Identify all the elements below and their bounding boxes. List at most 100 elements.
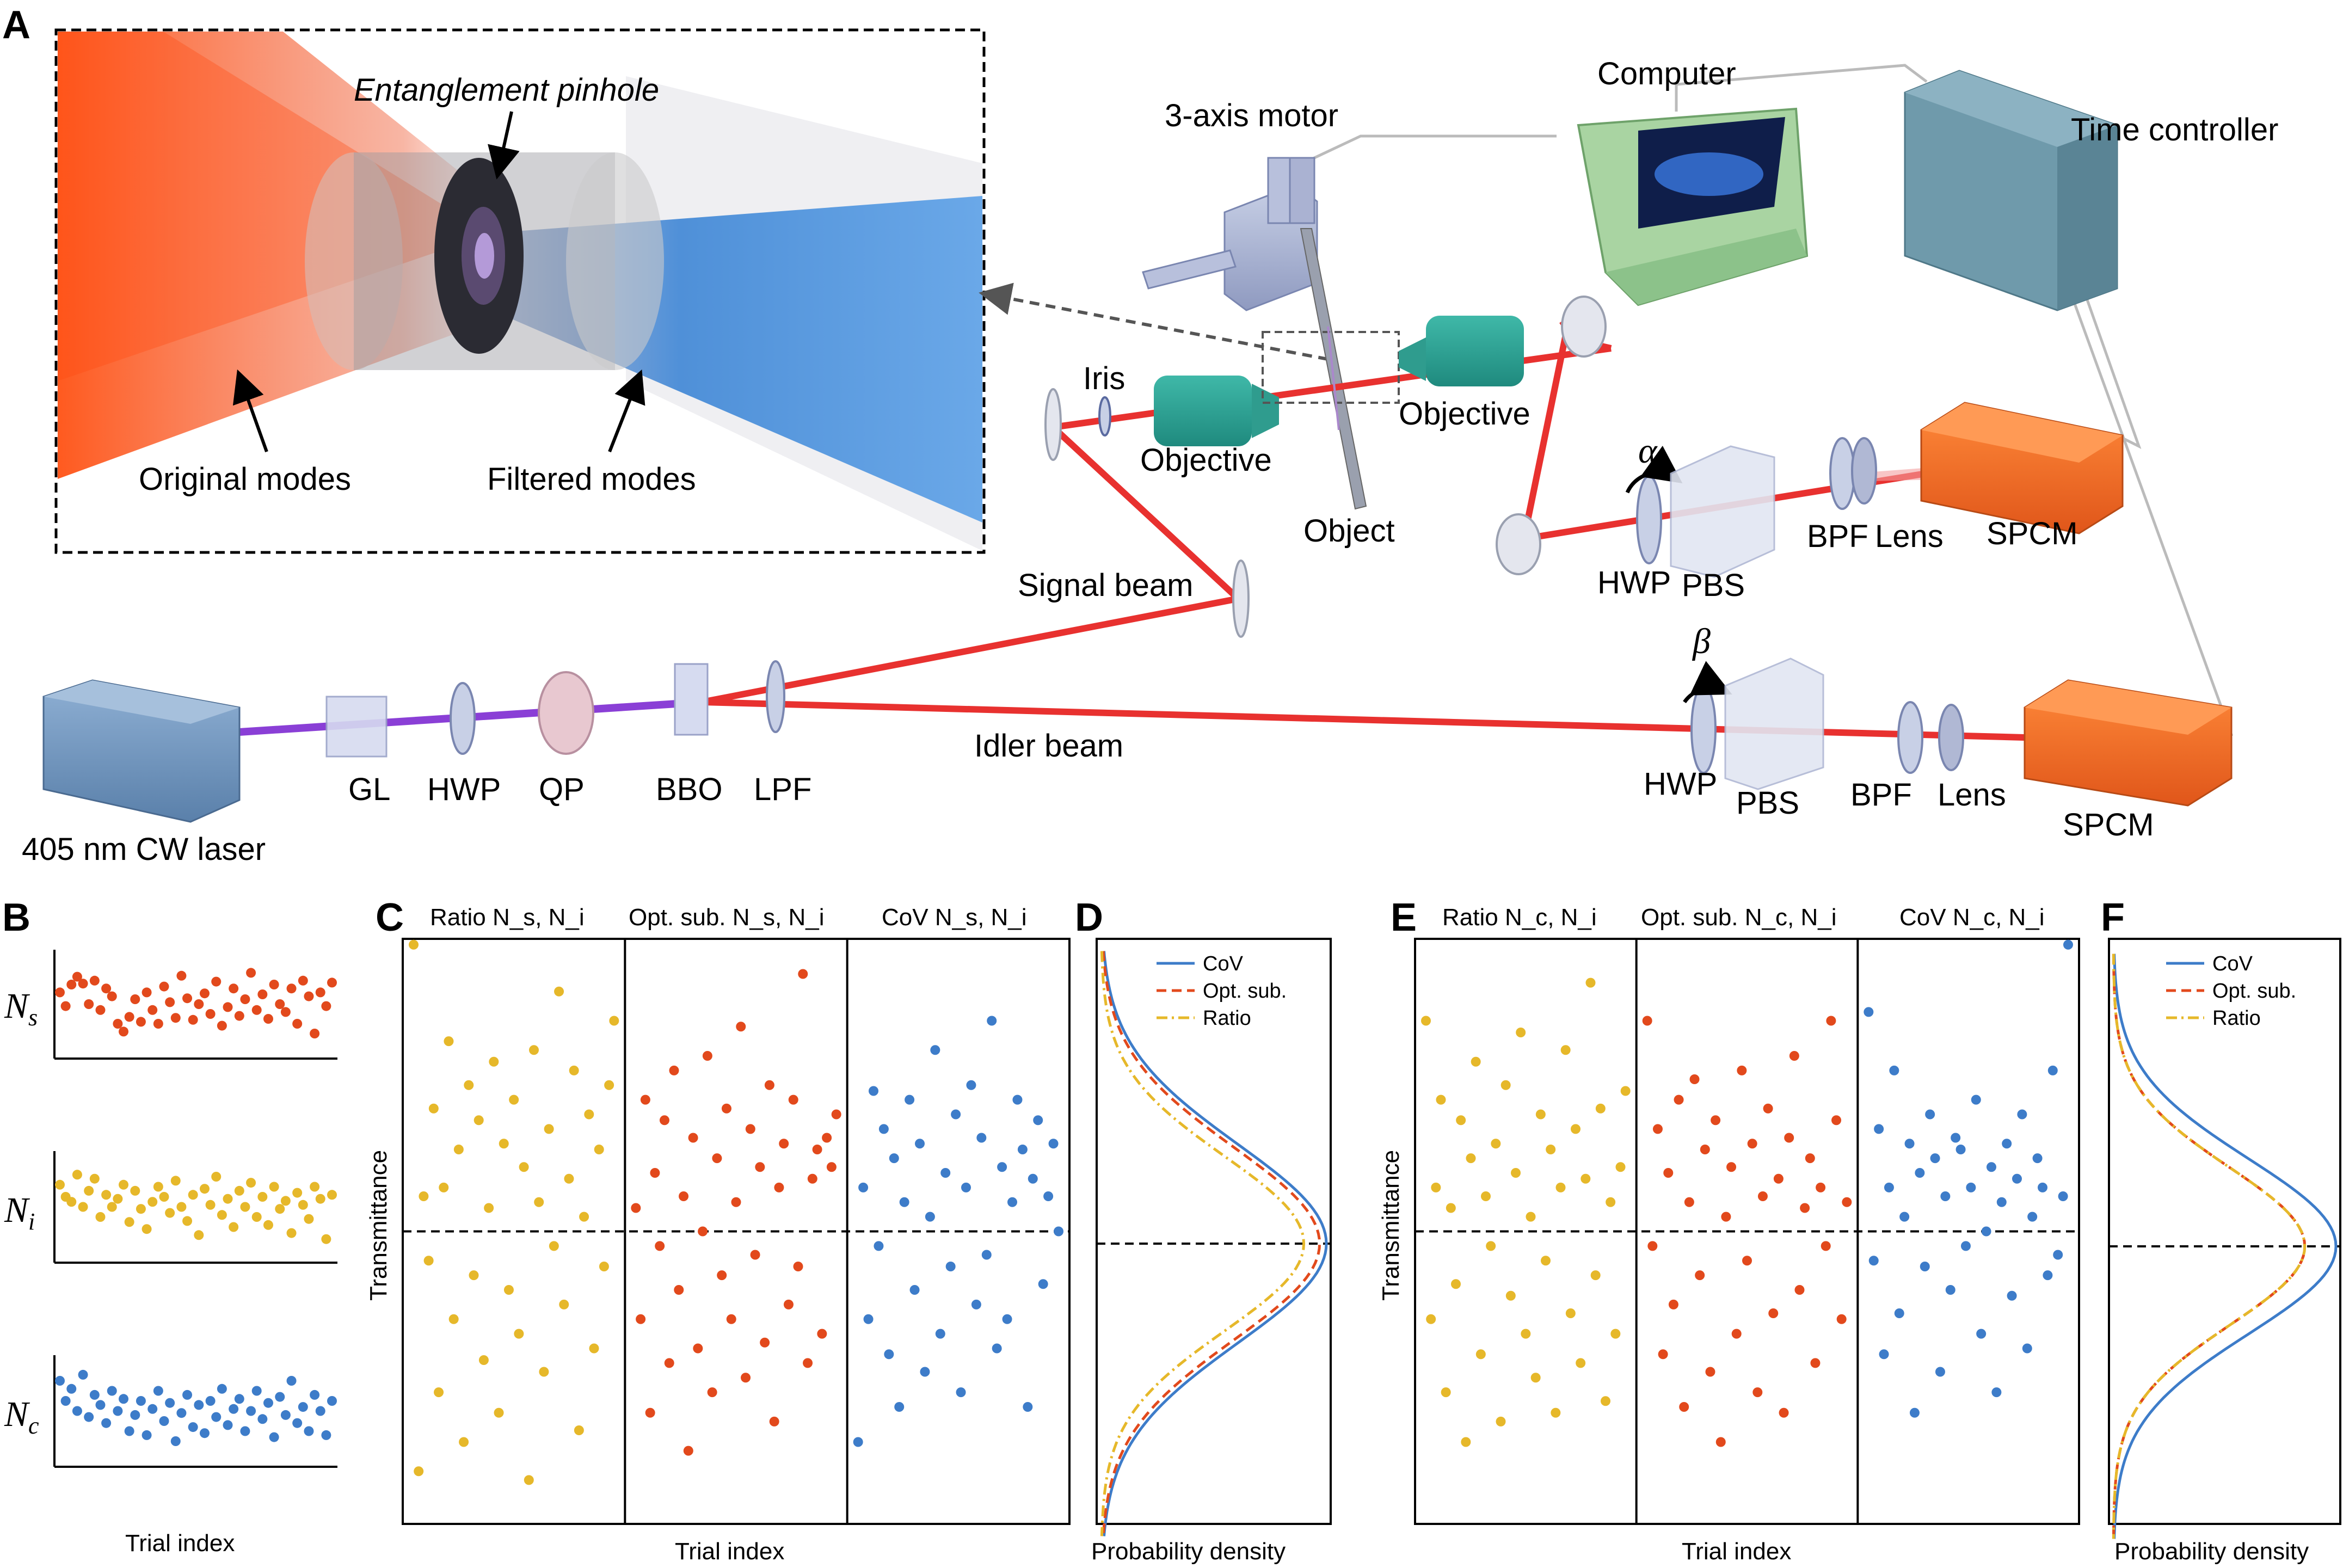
scatter-point: [779, 1139, 789, 1149]
scatter-point: [473, 1115, 484, 1126]
scatter-point: [909, 1285, 920, 1295]
panel-b-point: [165, 997, 175, 1007]
panel-b-point: [107, 1386, 117, 1396]
scatter-point: [1945, 1285, 1955, 1295]
panel-b-point: [72, 1170, 82, 1180]
density-curve: [1100, 951, 1306, 1536]
idler-bpf: [1897, 701, 1923, 774]
legend-label: Ratio: [2212, 1007, 2261, 1030]
legend-label: CoV: [1203, 952, 1244, 975]
scatter-point: [1642, 1016, 1652, 1026]
panel-b-point: [176, 970, 187, 981]
scatter-point: [1925, 1109, 1935, 1120]
panel-b-point: [321, 1430, 331, 1440]
panel-b-point: [84, 1412, 94, 1422]
panel-b-point: [55, 987, 65, 998]
scatter-point: [1773, 1173, 1784, 1184]
inset-title: Entanglement pinhole: [354, 72, 659, 108]
scatter-point: [971, 1299, 981, 1309]
scatter-point: [655, 1241, 665, 1251]
scatter-point: [1789, 1051, 1799, 1061]
scatter-point: [1899, 1212, 1910, 1222]
panel-b-point: [205, 1009, 216, 1019]
panel-b-point: [153, 1182, 163, 1192]
legend-label: Opt. sub.: [1203, 980, 1287, 1003]
scatter-point: [884, 1349, 894, 1360]
zoom-arrow: [979, 282, 1329, 361]
scatter-point: [688, 1133, 698, 1143]
scatter-point: [1028, 1173, 1038, 1184]
scatter-point: [940, 1168, 951, 1178]
scatter-point: [489, 1056, 499, 1067]
scatter-point: [760, 1337, 770, 1348]
scatter-point: [679, 1191, 689, 1201]
panel-b-point: [113, 1019, 123, 1029]
panel-c-ylabel: Transmittance: [365, 1150, 392, 1301]
scatter-point: [1002, 1314, 1012, 1324]
scatter-point: [889, 1153, 899, 1164]
scatter-point: [1546, 1145, 1556, 1154]
scatter-point: [664, 1358, 674, 1368]
scatter-point: [1868, 1256, 1879, 1266]
scatter-point: [503, 1285, 514, 1295]
scatter-point: [1986, 1162, 1996, 1172]
density-curve: [2113, 954, 2338, 1539]
panel-b-point: [269, 1182, 279, 1192]
scatter-point: [1601, 1396, 1610, 1406]
scatter-point: [693, 1343, 703, 1354]
scatter-point: [945, 1262, 956, 1271]
lens-idler-label: Lens: [1938, 777, 2006, 813]
scatter-point: [1821, 1241, 1831, 1251]
signal-bpf: [1829, 437, 1855, 510]
scatter-point: [750, 1250, 760, 1260]
panel-b-point: [263, 1014, 273, 1024]
scatter-point: [920, 1367, 930, 1377]
panel-b-point: [89, 1173, 100, 1184]
scatter-point: [544, 1124, 554, 1134]
panel-b-point: [321, 1001, 331, 1011]
scatter-point: [1695, 1270, 1705, 1281]
scatter-point: [1879, 1349, 1889, 1360]
scatter-point: [529, 1045, 539, 1055]
signal-spcm: [1920, 402, 2124, 534]
panel-b-point: [275, 1204, 285, 1214]
panel-b-point: [194, 1400, 204, 1410]
scatter-point: [831, 1109, 841, 1120]
panel-b-point: [124, 1012, 134, 1022]
panel-b-point: [246, 1178, 256, 1188]
scatter-point: [509, 1094, 519, 1105]
iris-label: Iris: [1083, 361, 1125, 396]
density-frame: [2108, 938, 2341, 1525]
fold-mirror-top: [1561, 296, 1607, 358]
scatter-point: [564, 1173, 574, 1184]
scatter-point: [659, 1115, 669, 1126]
scatter-point: [878, 1124, 889, 1134]
scatter-point: [905, 1094, 915, 1105]
beta-rotation-arrow: [1683, 661, 1732, 704]
density-curve: [1103, 951, 1328, 1536]
scatter-point: [428, 1103, 439, 1114]
panel-b-point: [298, 975, 308, 986]
scatter-point: [803, 1358, 813, 1368]
scatter-point: [674, 1285, 684, 1295]
scatter-point: [1763, 1103, 1773, 1114]
scatter-point: [1679, 1402, 1689, 1412]
scatter-point: [1466, 1153, 1476, 1164]
panel-d-xlabel: Probability density: [1091, 1538, 1286, 1565]
panel-b-point: [84, 1185, 94, 1196]
scatter-point: [1007, 1197, 1017, 1207]
scatter-point: [1816, 1182, 1826, 1192]
scatter-point: [444, 1036, 454, 1047]
scatter-point: [1909, 1407, 1920, 1418]
panel-b-point: [310, 1182, 320, 1192]
scatter-point: [2027, 1212, 2038, 1222]
idler-beam-label: Idler beam: [974, 728, 1123, 764]
panel-label-d: D: [1075, 896, 1103, 939]
panel-f-xlabel: Probability density: [2114, 1538, 2309, 1565]
scatter-point: [1526, 1212, 1536, 1222]
scatter-point: [817, 1329, 827, 1339]
panel-b-point: [286, 1376, 297, 1386]
panel-b-point: [269, 980, 279, 989]
scatter-point: [1904, 1139, 1915, 1149]
panel-e-col3: CoV N_c, N_i: [1899, 904, 2045, 931]
